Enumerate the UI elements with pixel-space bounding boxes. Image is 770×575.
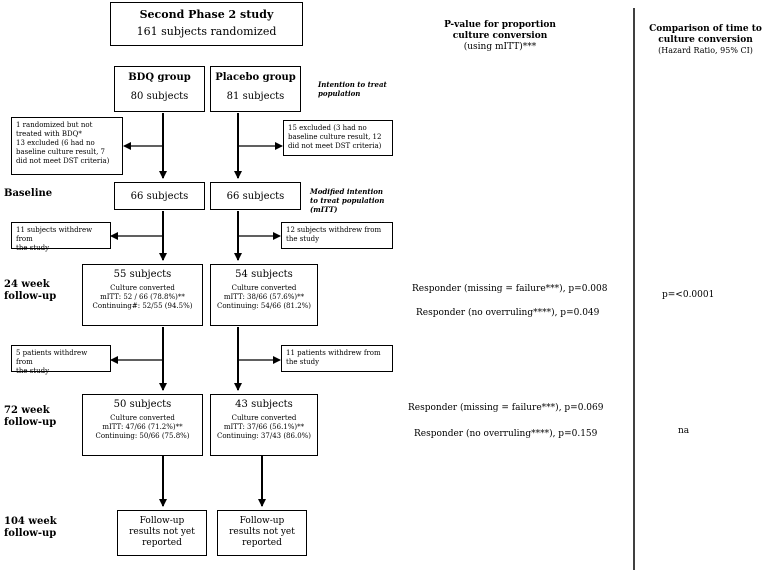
week24-responder-2: Responder (no overruling****), p=0.049 bbox=[416, 308, 600, 318]
week72-responder-1: Responder (missing = failure***), p=0.06… bbox=[408, 403, 604, 413]
week72-responder-2: Responder (no overruling****), p=0.159 bbox=[414, 429, 598, 439]
week104-line: results not yet bbox=[229, 527, 295, 537]
pvalue-header-sub: (using mITT)*** bbox=[463, 42, 537, 52]
placebo-group-box: Placebo group 81 subjects bbox=[210, 66, 301, 112]
placebo-week24-box: 54 subjects Culture converted mITT: 38/6… bbox=[210, 264, 318, 326]
withdraw-line: the study bbox=[16, 244, 50, 252]
bdq-baseline-box: 66 subjects bbox=[114, 182, 205, 210]
week24-responder-1: Responder (missing = failure***), p=0.00… bbox=[412, 284, 608, 294]
excluded-line: did not meet DST criteria) bbox=[16, 157, 110, 165]
placebo-baseline-box: 66 subjects bbox=[210, 182, 301, 210]
week104-line: Follow-up bbox=[239, 516, 285, 526]
study-box: Second Phase 2 study 161 subjects random… bbox=[110, 2, 303, 46]
bdq-withdraw1-box: 11 subjects withdrew from the study bbox=[11, 222, 111, 252]
week24-label: 24 week follow-up bbox=[4, 279, 56, 303]
excluded-line: 1 randomized but not bbox=[16, 121, 93, 129]
week104-label: 104 week follow-up bbox=[4, 516, 57, 540]
placebo-week104-box: Follow-up results not yet reported bbox=[217, 510, 307, 556]
bdq-group-count: 80 subjects bbox=[130, 91, 189, 102]
study-randomized: 161 subjects randomized bbox=[136, 25, 277, 38]
placebo-week72-count: 43 subjects bbox=[235, 399, 293, 410]
week104-line: results not yet bbox=[129, 527, 195, 537]
bdq-baseline-count: 66 subjects bbox=[130, 191, 189, 202]
hazard-header-line: culture conversion bbox=[658, 35, 753, 45]
week24-label-line: follow-up bbox=[4, 291, 57, 302]
bdq-excluded-box: 1 randomized but not treated with BDQ* 1… bbox=[11, 117, 123, 175]
bdq-week104-box: Follow-up results not yet reported bbox=[117, 510, 207, 556]
excluded-line: 15 excluded (3 had no bbox=[288, 124, 367, 132]
placebo-week72-cont: Continuing: 37/43 (86.0%) bbox=[216, 432, 312, 440]
baseline-label: Baseline bbox=[4, 188, 53, 199]
bdq-group-name: BDQ group bbox=[128, 72, 191, 83]
bdq-week24-box: 55 subjects Culture converted mITT: 52 /… bbox=[82, 264, 203, 326]
study-title: Second Phase 2 study bbox=[139, 8, 274, 21]
withdraw-line: the study bbox=[286, 235, 320, 243]
excluded-line: did not meet DST criteria) bbox=[288, 142, 382, 150]
placebo-withdraw1-box: 12 subjects withdrew from the study bbox=[281, 222, 393, 249]
bdq-week24-cc: Culture converted bbox=[110, 284, 175, 292]
placebo-baseline-count: 66 subjects bbox=[226, 191, 285, 202]
bdq-week24-count: 55 subjects bbox=[113, 269, 172, 280]
week72-label: 72 week follow-up bbox=[4, 405, 56, 429]
week72-label-line: 72 week bbox=[4, 405, 50, 416]
bdq-withdraw2-box: 5 patients withdrew from the study bbox=[11, 345, 111, 375]
bdq-group-box: BDQ group 80 subjects bbox=[114, 66, 205, 112]
withdraw-line: 5 patients withdrew from bbox=[16, 349, 88, 366]
itt-label: Intention to treat population bbox=[318, 80, 387, 98]
pvalue-header: P-value for proportion culture conversio… bbox=[430, 20, 570, 53]
mitt-label: Modified intention to treat population (… bbox=[310, 187, 385, 214]
bdq-week72-box: 50 subjects Culture converted mITT: 47/6… bbox=[82, 394, 203, 456]
week104-line: Follow-up bbox=[139, 516, 185, 526]
bdq-week72-mitt: mITT: 47/66 (71.2%)** bbox=[102, 423, 183, 431]
placebo-group-name: Placebo group bbox=[215, 72, 296, 83]
withdraw-line: the study bbox=[16, 367, 50, 375]
placebo-week72-mitt: mITT: 37/66 (56.1%)** bbox=[223, 423, 305, 431]
placebo-week24-mitt: mITT: 38/66 (57.6%)** bbox=[223, 293, 305, 301]
bdq-week24-cont: Continuing#: 52/55 (94.5%) bbox=[92, 302, 193, 310]
withdraw-line: 12 subjects withdrew from bbox=[286, 226, 382, 234]
week104-label-line: 104 week bbox=[4, 516, 57, 527]
placebo-excluded-box: 15 excluded (3 had no baseline culture r… bbox=[283, 120, 393, 156]
pvalue-header-line: culture conversion bbox=[452, 31, 548, 41]
placebo-group-count: 81 subjects bbox=[226, 91, 285, 102]
week104-label-line: follow-up bbox=[4, 528, 57, 539]
week72-label-line: follow-up bbox=[4, 417, 57, 428]
withdraw-line: the study bbox=[286, 358, 320, 366]
week104-line: reported bbox=[142, 538, 182, 548]
bdq-week24-mitt: mITT: 52 / 66 (78.8%)** bbox=[100, 293, 185, 301]
bdq-week72-cc: Culture converted bbox=[110, 414, 175, 422]
placebo-week24-count: 54 subjects bbox=[235, 269, 293, 280]
excluded-line: 13 excluded (6 had no bbox=[16, 139, 95, 147]
bdq-week72-count: 50 subjects bbox=[113, 399, 172, 410]
excluded-line: baseline culture result, 12 bbox=[288, 133, 382, 141]
week24-label-line: 24 week bbox=[4, 279, 50, 290]
hazard-header-line: Comparison of time to bbox=[649, 24, 762, 34]
placebo-week24-cont: Continuing: 54/66 (81.2%) bbox=[216, 302, 312, 310]
week72-hazard-ratio: na bbox=[678, 426, 690, 436]
hazard-header-sub: (Hazard Ratio, 95% CI) bbox=[658, 46, 753, 55]
week104-line: reported bbox=[242, 538, 282, 548]
withdraw-line: 11 subjects withdrew from bbox=[16, 226, 93, 243]
placebo-withdraw2-box: 11 patients withdrew from the study bbox=[281, 345, 393, 372]
pvalue-header-line: P-value for proportion bbox=[444, 20, 556, 30]
placebo-week72-box: 43 subjects Culture converted mITT: 37/6… bbox=[210, 394, 318, 456]
bdq-week72-cont: Continuing: 50/66 (75.8%) bbox=[95, 432, 190, 440]
placebo-week24-cc: Culture converted bbox=[231, 284, 297, 292]
excluded-line: treated with BDQ* bbox=[16, 130, 82, 138]
hazard-header: Comparison of time to culture conversion… bbox=[641, 24, 770, 56]
placebo-week72-cc: Culture converted bbox=[231, 414, 297, 422]
excluded-line: baseline culture result, 7 bbox=[16, 148, 105, 156]
week24-hazard-ratio: p=<0.0001 bbox=[662, 290, 715, 300]
withdraw-line: 11 patients withdrew from bbox=[286, 349, 381, 357]
